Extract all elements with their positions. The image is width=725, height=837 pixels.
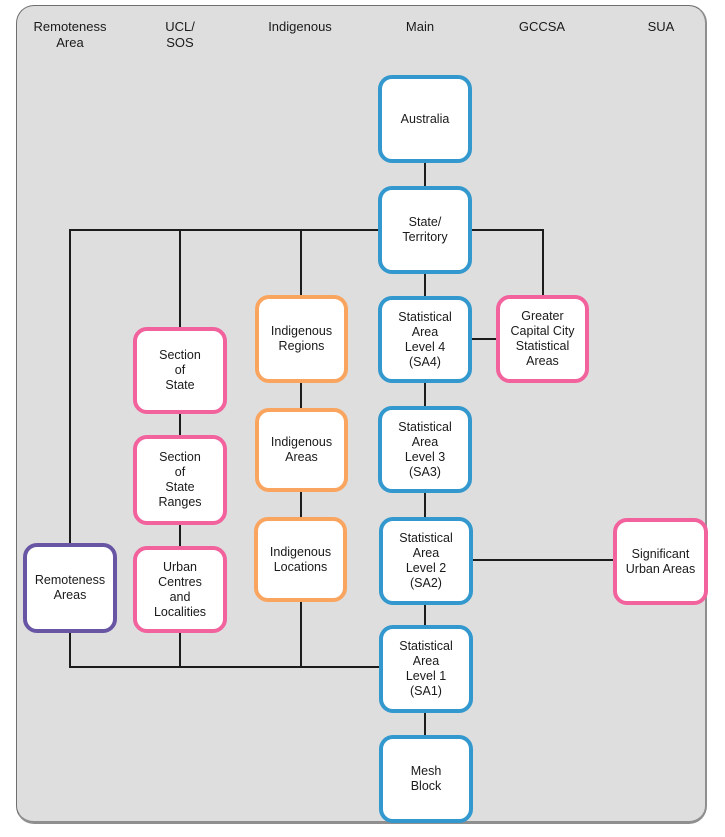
connector-sa2-sa1 [424, 605, 426, 625]
node-section-of-state-ranges-label: Section of State Ranges [158, 450, 202, 509]
node-significant-urban-areas-label: Significant Urban Areas [625, 546, 696, 576]
node-urban-centres-and-localities: Urban Centres and Localities [133, 546, 227, 633]
connector-trunk-right [472, 229, 544, 231]
diagram-canvas [16, 5, 707, 824]
node-indigenous-regions-label: Indigenous Regions [270, 324, 333, 353]
connector-sa4-gccsa [472, 338, 496, 340]
node-gccsa: Greater Capital City Statistical Areas [496, 295, 589, 383]
node-indigenous-locations: Indigenous Locations [254, 517, 347, 602]
node-state-territory: State/ Territory [378, 186, 472, 274]
node-indigenous-regions: Indigenous Regions [255, 295, 348, 383]
column-header-indigenous: Indigenous [268, 19, 332, 34]
column-header-main: Main [405, 19, 435, 34]
node-sa4-label: Statistical Area Level 4 (SA4) [398, 309, 452, 369]
node-sa3-label: Statistical Area Level 3 (SA3) [398, 419, 452, 479]
connector-sa1-meshblock [424, 713, 426, 735]
connector-sos-ranges [179, 414, 181, 435]
connector-sa4-sa3 [424, 383, 426, 406]
connector-trunk-left [69, 229, 378, 231]
node-sa1-label: Statistical Area Level 1 (SA1) [399, 639, 453, 698]
node-indigenous-locations-label: Indigenous Locations [269, 544, 332, 574]
node-gccsa-label: Greater Capital City Statistical Areas [510, 309, 575, 368]
node-australia-label: Australia [400, 111, 450, 126]
column-header-sua: SUA [647, 19, 675, 34]
node-section-of-state-ranges: Section of State Ranges [133, 435, 227, 525]
node-sa2: Statistical Area Level 2 (SA2) [379, 517, 473, 605]
node-urban-centres-and-localities-label: Urban Centres and Localities [153, 559, 207, 619]
node-sa2-label: Statistical Area Level 2 (SA2) [399, 531, 453, 590]
node-significant-urban-areas: Significant Urban Areas [613, 518, 708, 605]
column-header-gccsa: GCCSA [518, 19, 566, 34]
connector-locations-bottom [300, 602, 302, 667]
node-sa4: Statistical Area Level 4 (SA4) [378, 296, 472, 383]
node-mesh-block: Mesh Block [379, 735, 473, 823]
node-section-of-state-label: Section of State [159, 348, 201, 392]
node-sa1: Statistical Area Level 1 (SA1) [379, 625, 473, 713]
connector-ranges-ucl [179, 525, 181, 546]
connector-trunk-bottom [69, 666, 379, 668]
node-remoteness-areas-label: Remoteness Areas [34, 573, 106, 602]
column-header-remoteness-area: Remoteness Area [33, 19, 107, 50]
column-header-ucl-sos: UCL/ SOS [165, 19, 195, 50]
connector-regions-areas [300, 383, 302, 408]
connector-australia-state [424, 163, 426, 186]
connector-sa3-sa2 [424, 493, 426, 517]
connector-areas-locations [300, 492, 302, 517]
connector-sa2-sua [473, 559, 613, 561]
connector-trunk-indigenous-drop [300, 229, 302, 295]
node-indigenous-areas: Indigenous Areas [255, 408, 348, 492]
connector-state-sa4 [424, 274, 426, 296]
connector-state-gccsa-drop [542, 229, 544, 295]
node-indigenous-areas-label: Indigenous Areas [270, 435, 333, 464]
connector-ucl-bottom [179, 633, 181, 668]
node-sa3: Statistical Area Level 3 (SA3) [378, 406, 472, 493]
node-section-of-state: Section of State [133, 327, 227, 414]
connector-remoteness-bottom [69, 633, 71, 668]
node-remoteness-areas: Remoteness Areas [23, 543, 117, 633]
node-state-territory-label: State/ Territory [402, 215, 448, 244]
connector-trunk-sos-drop [179, 229, 181, 327]
node-australia: Australia [378, 75, 472, 163]
node-mesh-block-label: Mesh Block [410, 764, 442, 793]
connector-trunk-remoteness-drop [69, 229, 71, 543]
